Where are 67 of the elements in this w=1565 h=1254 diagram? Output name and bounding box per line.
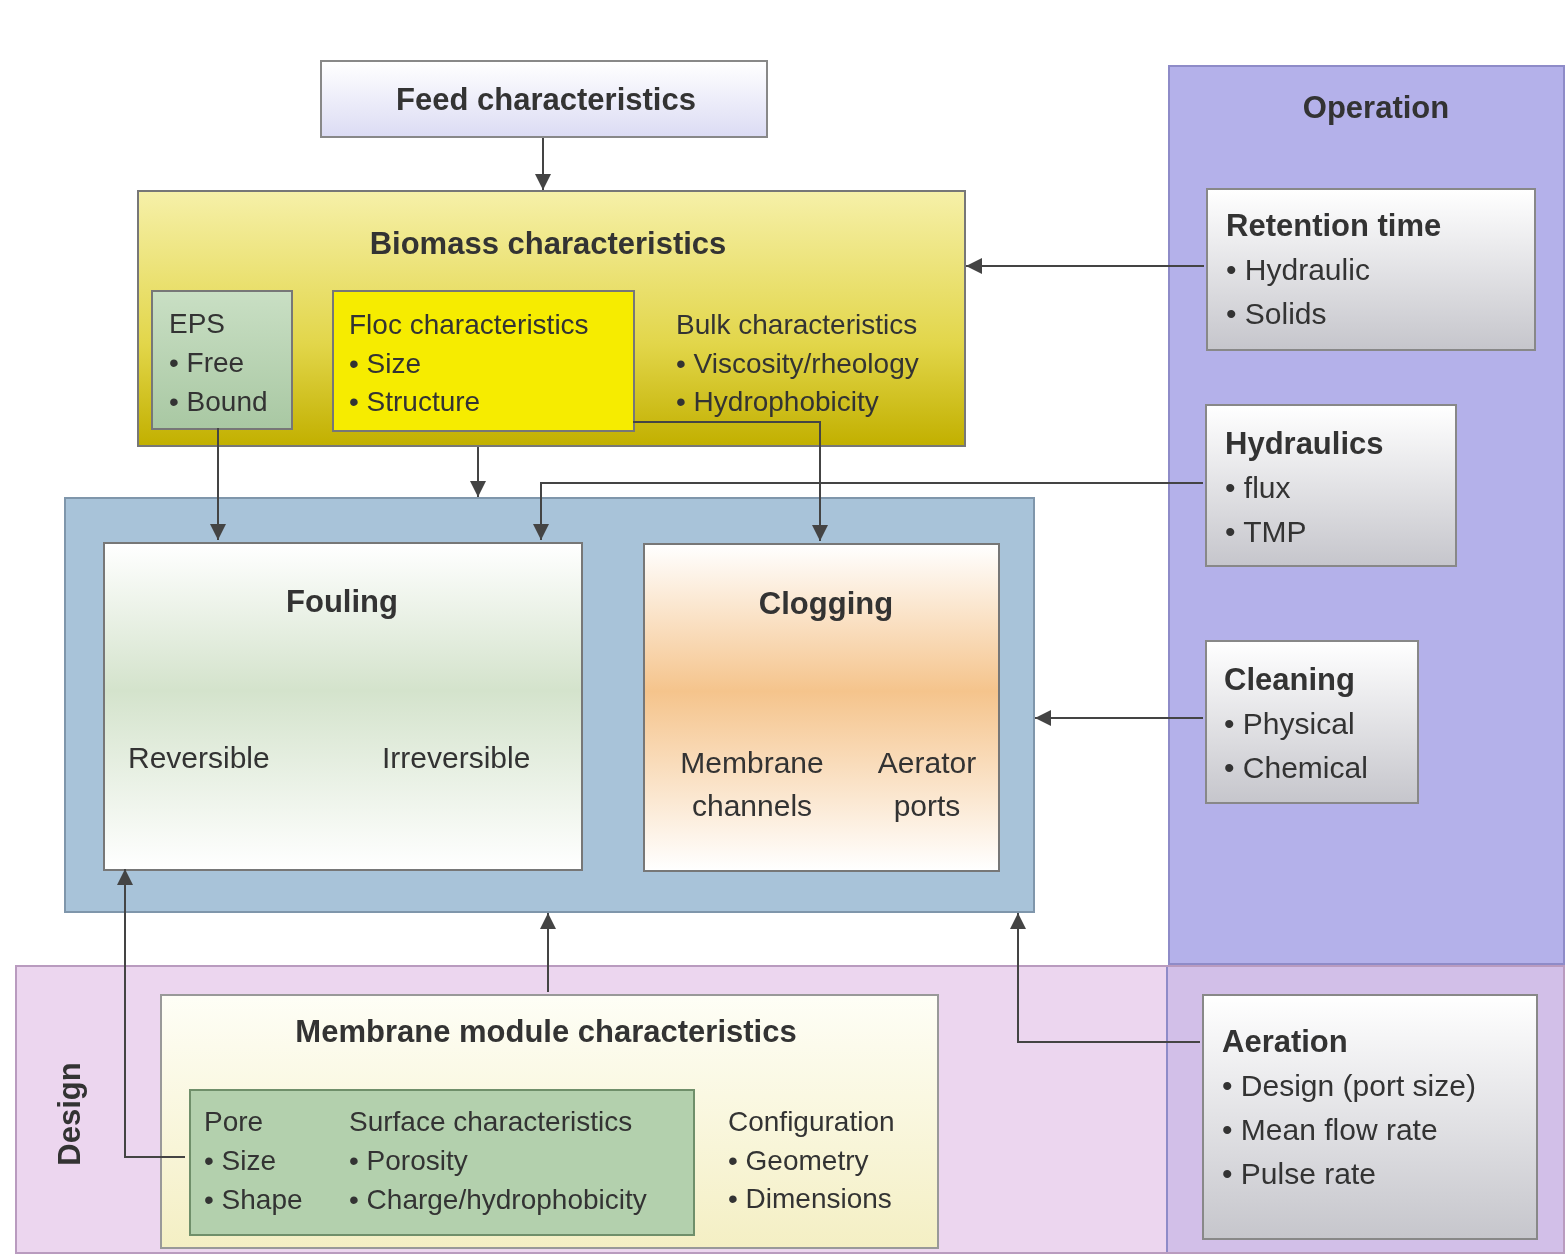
node-text: • Geometry: [728, 1144, 869, 1178]
fouling-clogging-panel: [64, 497, 1035, 913]
node-text: Surface characteristics: [349, 1105, 633, 1139]
node-text: Bulk characteristics: [676, 308, 918, 342]
node-text: Aerator ports: [876, 745, 978, 824]
eps-box: [151, 290, 293, 430]
design-band: [15, 965, 1565, 1254]
node-text: • Pulse rate: [1222, 1156, 1376, 1192]
node-text: • flux: [1225, 470, 1291, 506]
heading: Aeration: [1222, 1024, 1348, 1060]
arrow: [1034, 710, 1204, 726]
node-text: • Viscosity/rheology: [676, 347, 919, 381]
heading: Retention time: [1226, 208, 1442, 244]
node-text: Reversible: [128, 740, 270, 776]
arrow: [210, 427, 226, 541]
node-text: Floc characteristics: [349, 308, 589, 342]
heading: Cleaning: [1224, 662, 1355, 698]
pore-surface-box: [189, 1089, 695, 1236]
node-text: • Design (port size): [1222, 1068, 1476, 1104]
heading: Fouling: [286, 584, 398, 620]
arrow: [117, 868, 186, 1158]
heading: Biomass characteristics: [369, 226, 727, 262]
node-text: • Free: [169, 346, 245, 380]
clogging-box: [643, 543, 1000, 872]
node-text: • TMP: [1225, 514, 1307, 550]
node-text: • Bound: [169, 385, 268, 419]
node-text: • Solids: [1226, 296, 1327, 332]
feed-box: [320, 60, 768, 138]
node-text: • Porosity: [349, 1144, 468, 1178]
module-box: [160, 994, 939, 1249]
arrow: [535, 137, 551, 191]
node-text: • Size: [204, 1144, 277, 1178]
parameter-box: [1205, 404, 1457, 567]
arrow: [965, 258, 1205, 274]
node-text: • Physical: [1224, 706, 1355, 742]
heading: Membrane module characteristics: [295, 1014, 797, 1050]
node-text: Configuration: [728, 1105, 895, 1139]
heading: Design: [52, 1062, 88, 1166]
node-text: • Hydrophobicity: [676, 385, 879, 419]
floc-box: [332, 290, 635, 432]
node-text: • Shape: [204, 1183, 303, 1217]
node-text: • Dimensions: [728, 1182, 892, 1216]
node-text: • Structure: [349, 385, 481, 419]
node-text: • Hydraulic: [1226, 252, 1370, 288]
fouling-box: [103, 542, 583, 871]
arrow: [540, 912, 556, 993]
heading: Clogging: [758, 586, 894, 622]
heading: Feed characteristics: [396, 82, 696, 118]
arrow: [533, 482, 1204, 541]
parameter-box: [1206, 188, 1536, 351]
node-text: EPS: [169, 307, 226, 341]
node-text: • Mean flow rate: [1222, 1112, 1438, 1148]
heading: Hydraulics: [1225, 426, 1384, 462]
operation-panel: [1168, 65, 1565, 965]
arrow: [632, 421, 828, 542]
arrow: [470, 446, 486, 498]
parameter-box: [1205, 640, 1419, 804]
node-text: Irreversible: [382, 740, 531, 776]
arrow: [1010, 912, 1201, 1043]
node-text: • Size: [349, 347, 422, 381]
node-text: Membrane channels: [679, 745, 825, 824]
node-text: • Charge/hydrophobicity: [349, 1183, 647, 1217]
heading: Operation: [1302, 90, 1450, 126]
node-text: • Chemical: [1224, 750, 1368, 786]
biomass-box: [137, 190, 966, 447]
parameter-box: [1202, 994, 1538, 1240]
node-text: Pore: [204, 1105, 264, 1139]
